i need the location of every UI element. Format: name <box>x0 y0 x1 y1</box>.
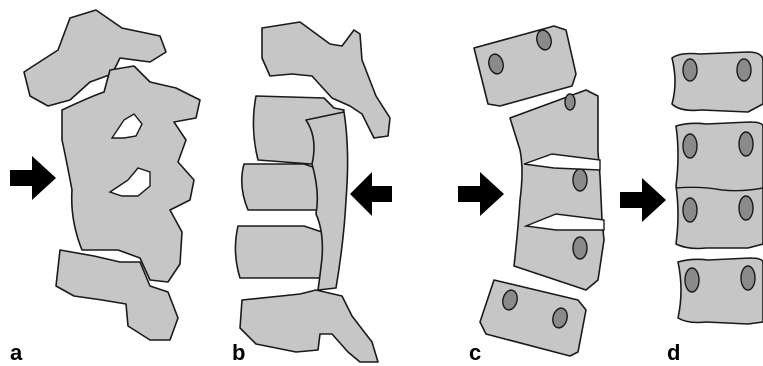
vertebra-b-body-3 <box>235 226 330 278</box>
panel-label-d: d <box>667 342 680 364</box>
arrow-c <box>458 172 504 216</box>
pedicle-d-4b <box>741 266 755 290</box>
vertebra-c-fused-block <box>510 90 604 290</box>
pedicle-c-3 <box>573 169 587 191</box>
panel-d <box>620 52 763 324</box>
pedicle-d-4a <box>685 268 699 292</box>
vertebra-c-bottom <box>480 280 586 356</box>
panel-label-b: b <box>232 342 245 364</box>
pedicle-d-1a <box>683 59 697 81</box>
pedicle-d-3a <box>683 198 697 222</box>
pedicle-c-2 <box>565 94 575 110</box>
panel-label-a: a <box>10 342 22 364</box>
pedicle-d-2a <box>683 134 697 158</box>
arrow-b <box>350 172 392 216</box>
panel-a <box>10 10 200 340</box>
vertebra-a-fused-block <box>62 66 200 282</box>
pedicle-d-1b <box>737 59 751 81</box>
pedicle-d-3b <box>739 196 753 220</box>
arrow-a <box>10 156 56 200</box>
panel-label-c: c <box>469 342 481 364</box>
pedicle-c-4 <box>573 237 587 259</box>
pedicle-d-2b <box>739 132 753 156</box>
panel-b <box>235 22 392 362</box>
arrow-d <box>620 178 666 222</box>
vertebra-b-bottom <box>240 290 378 362</box>
panel-c <box>458 26 604 356</box>
